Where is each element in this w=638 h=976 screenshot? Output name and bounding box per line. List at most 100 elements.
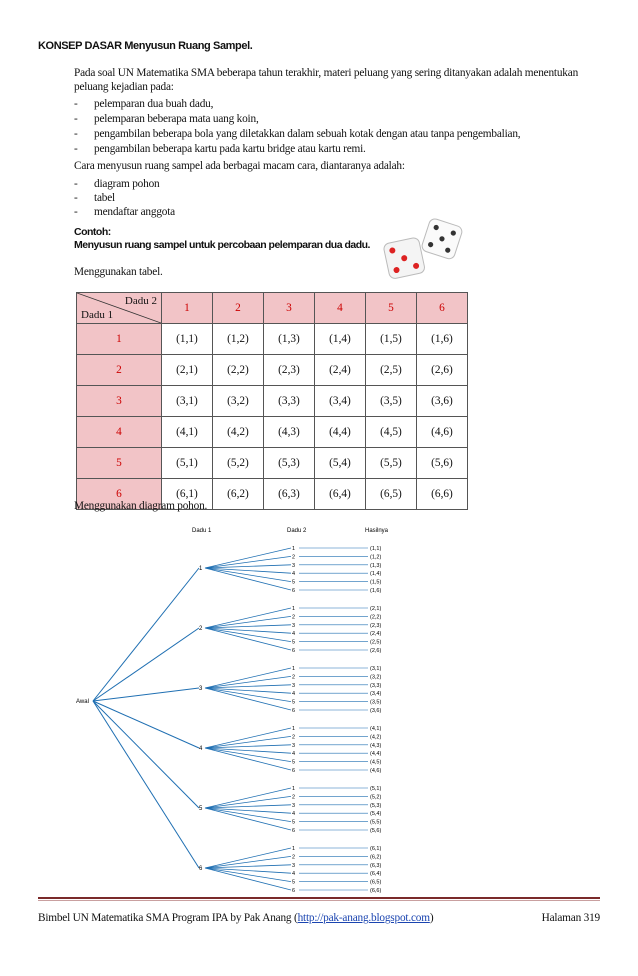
tree-branch-line [92,700,200,809]
tree-branch-line [204,847,292,869]
page-title: KONSEP DASAR Menyusun Ruang Sampel. [38,40,253,52]
tree-branch-line [204,796,292,809]
tree-second-node: 3 [292,683,295,689]
tree-second-node: 2 [292,614,295,620]
tree-second-node: 6 [292,888,295,894]
table-cell: (1,4) [314,323,366,355]
tree-branch-line [204,747,292,754]
tree-result-label: (1,4) [370,571,381,577]
table-cell: (3,4) [314,385,366,417]
tree-result-label: (3,1) [370,666,381,672]
tree-branch-line [204,547,292,569]
tree-result-label: (1,6) [370,588,381,594]
tree-branch-line [204,567,292,574]
list-item: -pelemparan beberapa mata uang koin, [74,113,259,125]
table-row: 5 (5,1) (5,2) (5,3) (5,4) (5,5) (5,6) [76,447,468,479]
tree-branch-line [204,556,292,569]
tree-second-node: 4 [292,871,295,877]
tree-branch-line [204,676,292,689]
tree-branch-line [92,700,200,749]
tree-first-node: 1 [199,566,203,572]
table-row: 1 (1,1) (1,2) (1,3) (1,4) (1,5) (1,6) [76,323,468,355]
tree-branch-line [204,787,292,809]
table-cell: (6,3) [263,478,315,510]
tree-first-node: 6 [199,866,203,872]
table-cell: (2,1) [161,354,213,386]
tree-result-label: (1,5) [370,580,381,586]
tree-first-node: 5 [199,806,203,812]
tree-branch-line [204,747,292,771]
footer-rule-thin [38,900,600,901]
tree-second-node: 3 [292,563,295,569]
list-item: -pengambilan beberapa bola yang diletakk… [74,128,521,140]
tree-result-label: (2,6) [370,648,381,654]
tree-branch-line [204,627,292,651]
footer-rule [38,897,600,899]
tree-result-label: (4,4) [370,751,381,757]
tree-second-node: 2 [292,794,295,800]
tree-result-label: (1,1) [370,546,381,552]
tree-intro: Menggunakan diagram pohon. [74,500,208,512]
tree-result-label: (6,2) [370,854,381,860]
tree-result-label: (4,6) [370,768,381,774]
tree-second-node: 2 [292,674,295,680]
table-cell: (2,3) [263,354,315,386]
tree-result-label: (2,4) [370,631,381,637]
tree-second-node: 1 [292,606,295,612]
tree-result-label: (3,3) [370,683,381,689]
tree-result-label: (5,4) [370,811,381,817]
tree-branch-line [204,807,292,831]
tree-branch-line [204,687,292,694]
intro-paragraph: Pada soal UN Matematika SMA beberapa tah… [74,67,579,93]
table-row: 2 (2,1) (2,2) (2,3) (2,4) (2,5) (2,6) [76,354,468,386]
tree-result-label: (4,1) [370,726,381,732]
tree-branch-line [204,727,292,749]
tree-branch-line [204,867,292,874]
tree-branch-line [204,747,292,762]
table-cell: (1,5) [365,323,417,355]
tree-branch-line [204,867,292,891]
tree-result-label: (3,2) [370,674,381,680]
tree-branch-line [92,567,200,702]
tree-result-label: (3,6) [370,708,381,714]
table-row: 3 (3,1) (3,2) (3,3) (3,4) (3,5) (3,6) [76,385,468,417]
row-header: 1 [76,323,162,355]
footer-source: Bimbel UN Matematika SMA Program IPA by … [38,912,434,924]
tree-result-label: (4,2) [370,734,381,740]
tree-second-node: 5 [292,760,295,766]
tree-first-node: 4 [199,746,203,752]
tree-second-node: 2 [292,854,295,860]
row-header: 3 [76,385,162,417]
tree-branch-line [204,624,292,629]
table-cell: (3,1) [161,385,213,417]
table-row: 4 (4,1) (4,2) (4,3) (4,4) (4,5) (4,6) [76,416,468,448]
table-cell: (2,4) [314,354,366,386]
tree-result-label: (2,1) [370,606,381,612]
tree-branch-line [204,864,292,869]
table-cell: (4,5) [365,416,417,448]
column-header: 4 [314,292,366,324]
table-cell: (6,1) [161,478,213,510]
column-header: 5 [365,292,417,324]
table-cell: (2,6) [416,354,468,386]
tree-result-label: (2,3) [370,623,381,629]
tree-header-result: Hasilnya [365,528,389,534]
tree-branch-line [204,567,292,582]
tree-branch-line [204,807,292,814]
table-row: 6 (6,1) (6,2) (6,3) (6,4) (6,5) (6,6) [76,478,468,510]
tree-branch-line [204,627,292,642]
tree-branch-line [204,856,292,869]
table-cell: (3,3) [263,385,315,417]
tree-result-label: (1,3) [370,563,381,569]
footer-link[interactable]: http://pak-anang.blogspot.com [297,912,430,924]
tree-second-node: 1 [292,786,295,792]
tree-branch-line [204,627,292,634]
tree-result-label: (3,4) [370,691,381,697]
row-header: 2 [76,354,162,386]
tree-branch-line [204,616,292,629]
tree-branch-line [92,687,200,702]
table-cell: (6,2) [212,478,264,510]
table-cell: (2,2) [212,354,264,386]
tree-second-node: 6 [292,708,295,714]
list-item: -tabel [74,192,115,204]
